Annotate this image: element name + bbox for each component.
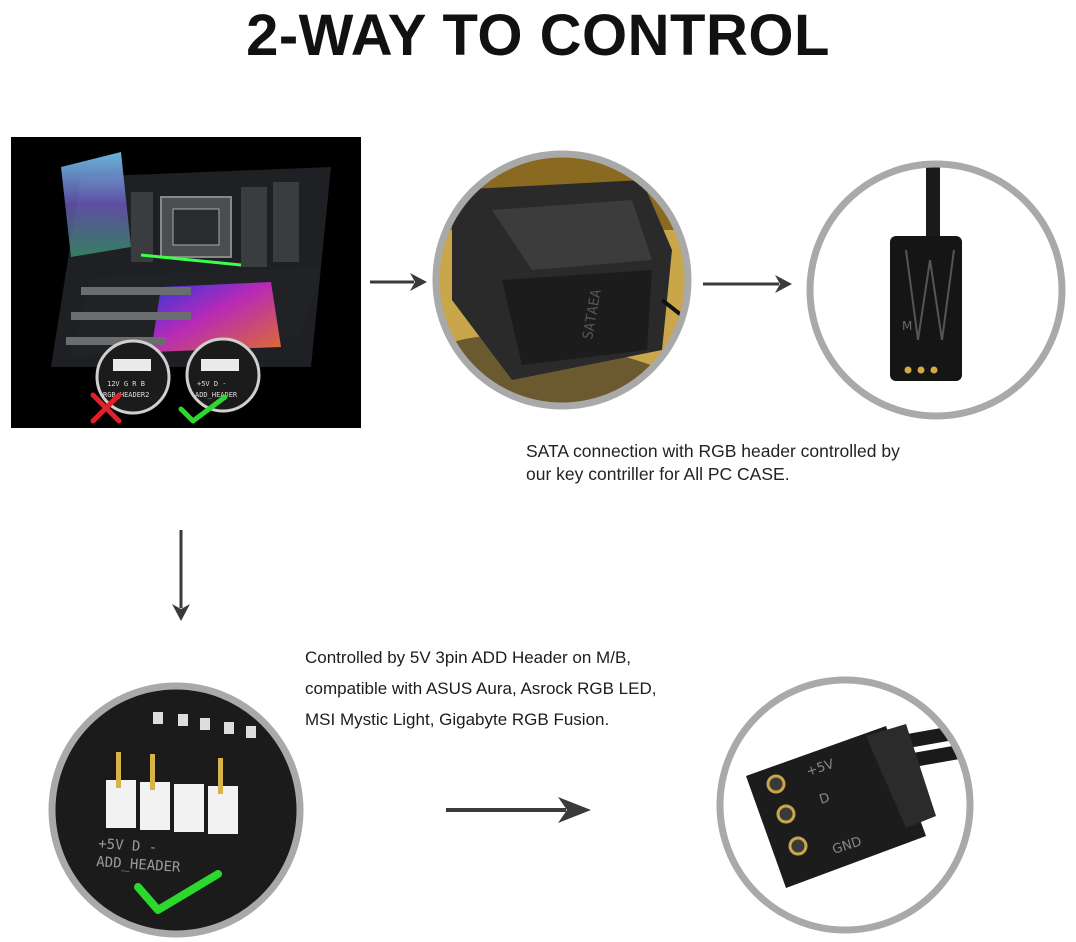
controller-mode-text: M <box>902 319 912 333</box>
down-arrow-icon <box>172 530 190 621</box>
caption-line: SATA connection with RGB header controll… <box>526 441 900 461</box>
right-arrow-icon <box>370 273 427 291</box>
rgb-header-pins-text: 12V G R B <box>107 380 145 388</box>
right-arrow-icon <box>703 275 792 293</box>
connector-d-text: D <box>818 790 832 807</box>
motherboard-image: 12V G R B RGB_HEADER2 +5V D - ADD_HEADER <box>11 137 361 428</box>
page-title: 2-WAY TO CONTROL <box>246 3 830 68</box>
sata-connector-image: SATAEA <box>432 150 692 410</box>
caption-line: Controlled by 5V 3pin ADD Header on M/B, <box>305 648 632 667</box>
add-header-small-text: ADD_HEADER <box>195 391 238 399</box>
caption-line: our key contriller for All PC CASE. <box>526 464 790 484</box>
three-pin-connector-image: +5V D GND <box>716 676 974 934</box>
header-caption: Controlled by 5V 3pin ADD Header on M/B,… <box>305 642 656 735</box>
add-header-image: +5V D - ADD_HEADER <box>48 682 304 938</box>
sata-caption: SATA connection with RGB header controll… <box>526 440 900 486</box>
add-header-pins-small-text: +5V D - <box>197 380 227 388</box>
add-header-text: ADD_HEADER <box>96 854 182 876</box>
right-arrow-icon <box>446 797 591 823</box>
rgb-header-text: RGB_HEADER2 <box>103 391 149 399</box>
caption-line: MSI Mystic Light, Gigabyte RGB Fusion. <box>305 710 610 729</box>
caption-line: compatible with ASUS Aura, Asrock RGB LE… <box>305 679 657 698</box>
key-controller-image: M <box>806 160 1066 420</box>
checkmark-icon <box>134 870 222 914</box>
add-header-pins-text: +5V D - <box>98 836 158 856</box>
cross-icon <box>90 392 122 424</box>
checkmark-icon <box>178 394 228 424</box>
